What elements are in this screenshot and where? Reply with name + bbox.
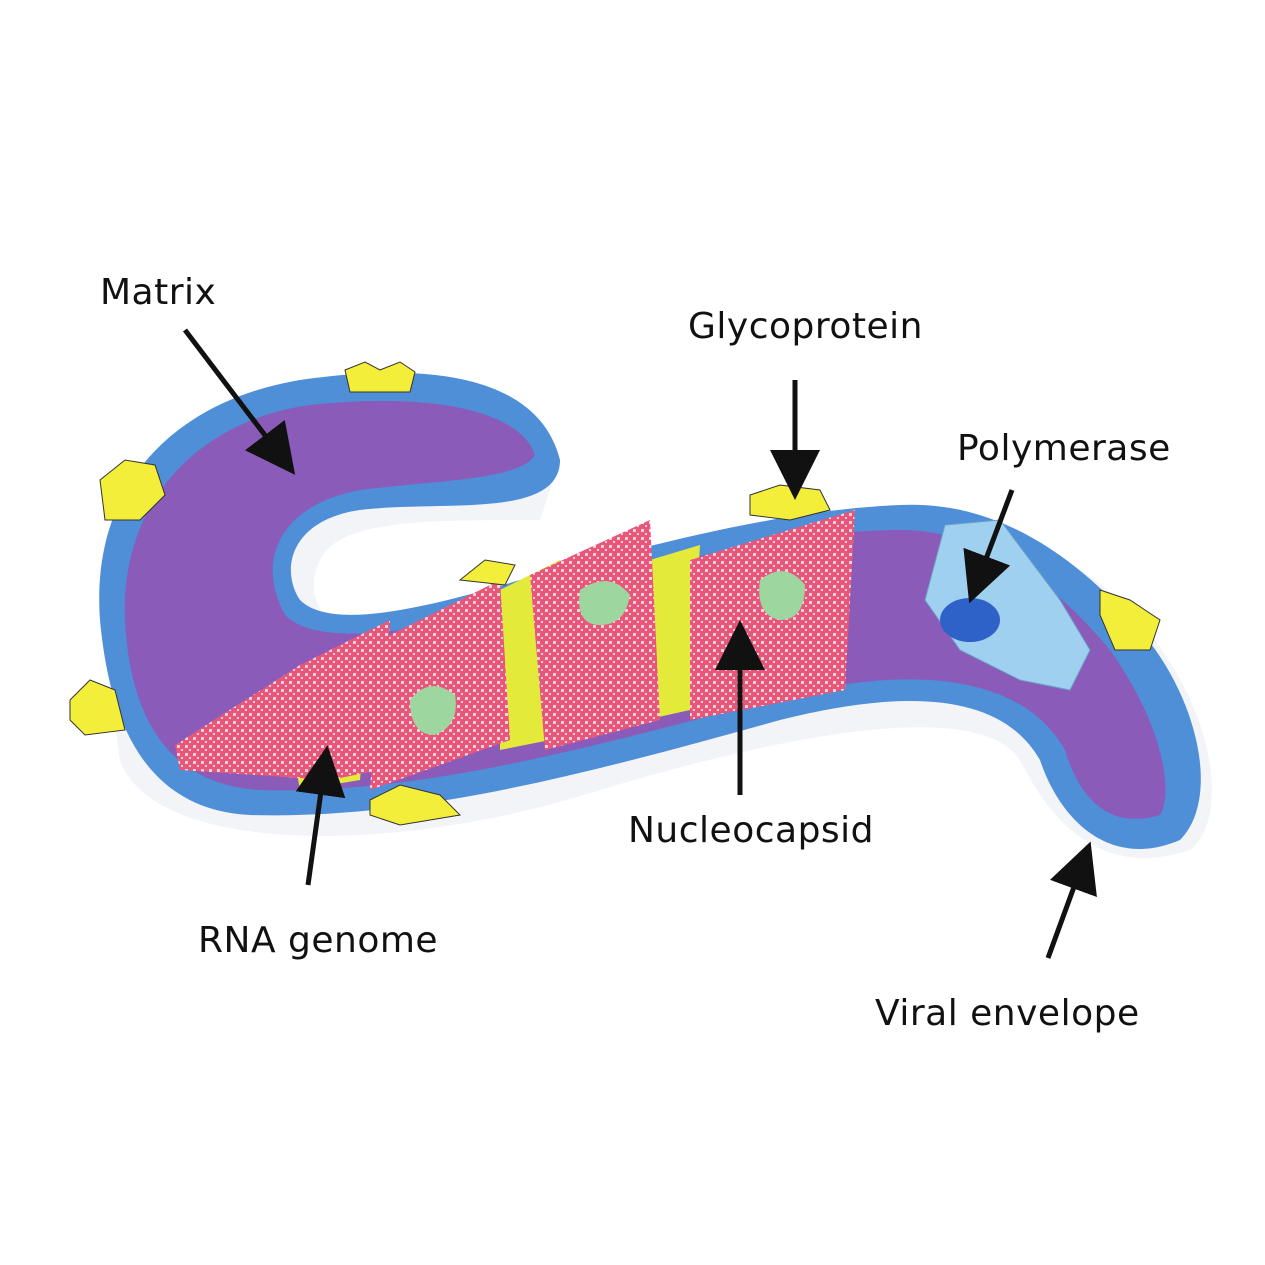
polymerase-core	[940, 598, 1000, 642]
label-viral-envelope: Viral envelope	[875, 993, 1140, 1034]
label-nucleocapsid: Nucleocapsid	[628, 810, 875, 851]
label-glycoprotein: Glycoprotein	[688, 306, 923, 347]
label-polymerase: Polymerase	[957, 428, 1171, 469]
label-arrows	[183, 328, 1097, 959]
label-rna-genome: RNA genome	[198, 920, 439, 961]
label-matrix: Matrix	[100, 272, 217, 313]
